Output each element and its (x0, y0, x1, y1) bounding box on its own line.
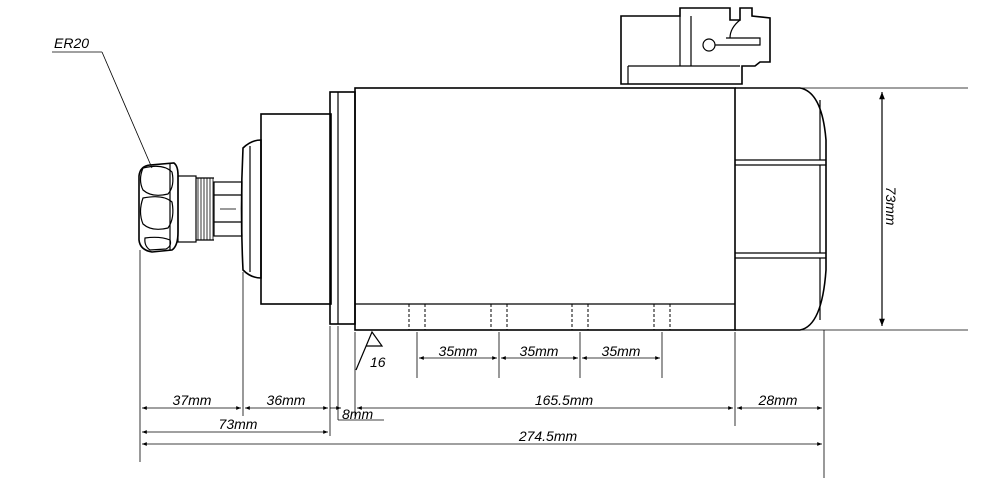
cap-length-label: 28mm (758, 392, 798, 408)
flange (329, 91, 356, 325)
body-length-label: 165.5mm (535, 392, 594, 408)
nose-cone (240, 139, 262, 279)
roughness-label: 16 (370, 354, 386, 370)
roughness-symbol (355, 330, 384, 371)
nut-length-label: 37mm (173, 392, 212, 408)
hole-spacing-label: 35mm (602, 343, 641, 359)
power-connector (620, 7, 771, 85)
total-length-label: 274.5mm (518, 428, 578, 444)
nose-length-label: 36mm (267, 392, 306, 408)
extension-lines (139, 250, 825, 478)
motor-body (354, 87, 736, 331)
threaded-shaft (177, 175, 243, 243)
collet-label: ER20 (54, 35, 89, 51)
length-dimensions-row1 (142, 406, 822, 421)
height-dimension (740, 87, 968, 331)
flange-length-label: 8mm (342, 406, 373, 422)
front-housing (260, 113, 332, 305)
collet-nut (138, 162, 179, 253)
hole-spacing-label: 35mm (439, 343, 478, 359)
front-length-label: 73mm (219, 416, 258, 432)
hole-spacing-label: 35mm (520, 343, 559, 359)
mounting-holes (408, 304, 671, 330)
hole-spacing-dimensions (416, 332, 663, 378)
end-cap (735, 87, 827, 331)
height-label: 73mm (883, 187, 899, 226)
length-dimensions-row2 (142, 430, 822, 446)
collet-leader (52, 51, 153, 169)
